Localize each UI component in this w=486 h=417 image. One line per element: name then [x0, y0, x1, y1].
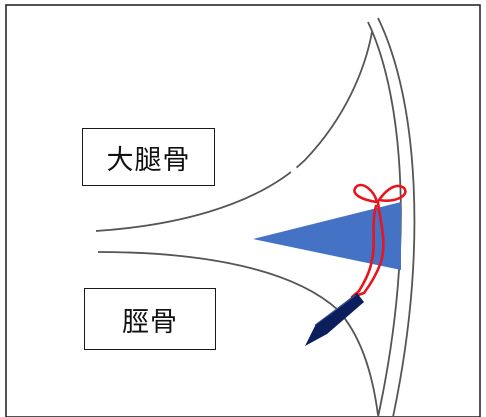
needle-instrument: [305, 293, 364, 346]
capsule-outer-line: [377, 17, 416, 417]
tibia-label: 脛骨: [84, 288, 216, 350]
suture-loop-left: [353, 183, 379, 204]
suture-loop-right: [377, 184, 407, 202]
femur-contour: [95, 31, 373, 232]
needle-edge: [314, 294, 357, 326]
meniscus-wedge: [253, 202, 401, 270]
highlight-gap: [260, 118, 303, 182]
tibia-contour: [97, 251, 379, 416]
diagram-frame: [5, 4, 481, 417]
femur-label: 大腿骨: [82, 128, 215, 186]
